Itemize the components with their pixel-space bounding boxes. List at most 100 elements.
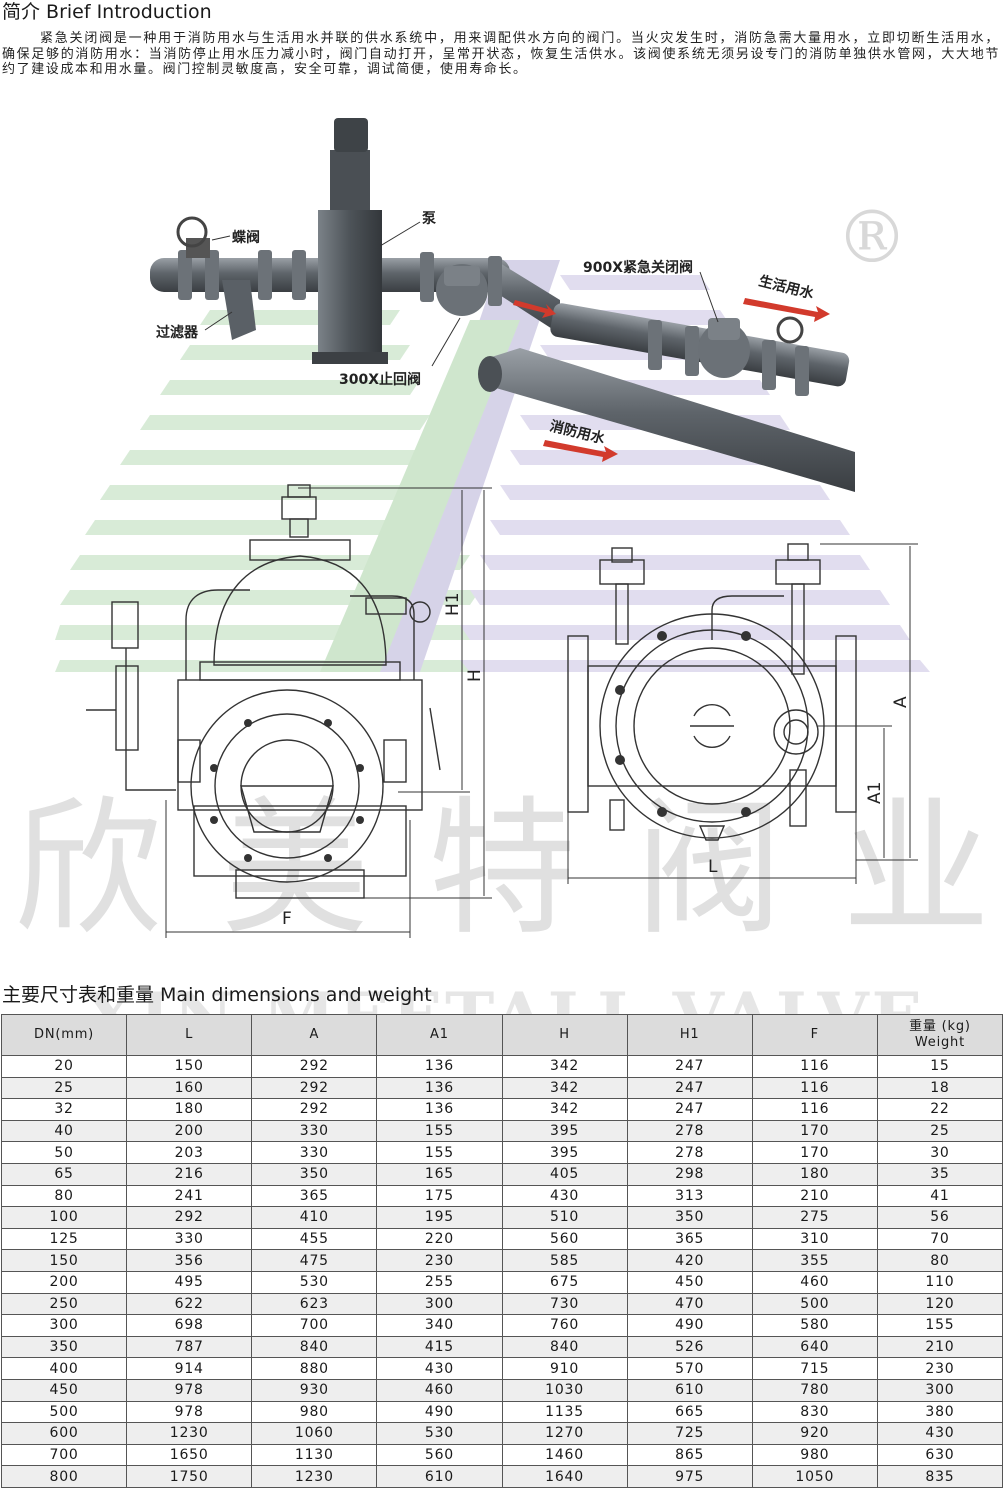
table-cell: 210	[876, 1335, 1004, 1359]
table-cell: 310	[751, 1227, 878, 1251]
table-cell: 18	[876, 1076, 1004, 1100]
table-cell: 980	[251, 1400, 378, 1424]
table-cell: 136	[376, 1076, 503, 1100]
table-cell: 840	[501, 1335, 628, 1359]
table-cell: 40	[0, 1119, 128, 1143]
header-a: A	[251, 1014, 378, 1056]
table-cell: 715	[751, 1357, 878, 1380]
dim-f: F	[282, 909, 292, 929]
table-cell: 978	[126, 1378, 253, 1402]
table-cell: 41	[876, 1184, 1004, 1208]
table-cell: 56	[876, 1206, 1004, 1229]
header-f: F	[751, 1014, 878, 1056]
table-cell: 1650	[126, 1443, 253, 1467]
flow-arrows	[513, 298, 830, 462]
table-title: 主要尺寸表和重量 Main dimensions and weight	[2, 984, 432, 1006]
table-cell: 313	[626, 1184, 753, 1208]
table-cell: 330	[251, 1119, 378, 1143]
table-cell: 136	[376, 1098, 503, 1121]
table-cell: 150	[126, 1055, 253, 1078]
table-cell: 622	[126, 1292, 253, 1316]
table-cell: 278	[626, 1141, 753, 1164]
table-cell: 1030	[501, 1378, 628, 1402]
table-cell: 25	[876, 1119, 1004, 1143]
table-cell: 292	[126, 1206, 253, 1229]
table-cell: 910	[501, 1357, 628, 1380]
table-cell: 490	[376, 1400, 503, 1424]
table-cell: 155	[876, 1314, 1004, 1337]
table-cell: 455	[251, 1227, 378, 1251]
table-cell: 32	[0, 1098, 128, 1121]
dim-l: L	[708, 857, 718, 877]
table-cell: 300	[376, 1292, 503, 1316]
dim-h1: H1	[443, 592, 463, 616]
table-cell: 560	[376, 1443, 503, 1467]
table-cell: 405	[501, 1162, 628, 1186]
table-cell: 395	[501, 1119, 628, 1143]
table-cell: 180	[126, 1098, 253, 1121]
table-cell: 460	[751, 1270, 878, 1294]
table-cell: 675	[501, 1270, 628, 1294]
header-h1: H1	[626, 1014, 753, 1056]
table-cell: 116	[751, 1076, 878, 1100]
table-cell: 500	[751, 1292, 878, 1316]
table-cell: 120	[876, 1292, 1004, 1316]
table-cell: 342	[501, 1098, 628, 1121]
table-cell: 787	[126, 1335, 253, 1359]
table-cell: 600	[0, 1422, 128, 1445]
header-a1: A1	[376, 1014, 503, 1056]
table-cell: 365	[626, 1227, 753, 1251]
table-cell: 380	[876, 1400, 1004, 1424]
label-filter: 过滤器	[156, 324, 199, 341]
intro-body: 紧急关闭阀是一种用于消防用水与生活用水并联的供水系统中，用来调配供水方向的阀门。…	[2, 31, 1000, 77]
table-cell: 800	[0, 1465, 128, 1488]
table-cell: 250	[0, 1292, 128, 1316]
table-cell: 1060	[251, 1422, 378, 1445]
side-dimension-lines	[567, 543, 918, 884]
side-view-drawing	[567, 543, 857, 841]
table-cell: 292	[251, 1055, 378, 1078]
table-cell: 1750	[126, 1465, 253, 1488]
table-cell: 415	[376, 1335, 503, 1359]
table-cell: 330	[126, 1227, 253, 1251]
table-cell: 978	[126, 1400, 253, 1424]
table-cell: 700	[251, 1314, 378, 1337]
header-weight-cn: 重量 (kg)	[909, 1019, 971, 1034]
table-cell: 70	[876, 1227, 1004, 1251]
table-cell: 725	[626, 1422, 753, 1445]
table-cell: 20	[0, 1055, 128, 1078]
table-cell: 865	[626, 1443, 753, 1467]
table-cell: 830	[751, 1400, 878, 1424]
table-cell: 975	[626, 1465, 753, 1488]
table-cell: 460	[376, 1378, 503, 1402]
table-cell: 247	[626, 1098, 753, 1121]
table-cell: 730	[501, 1292, 628, 1316]
table-cell: 560	[501, 1227, 628, 1251]
table-cell: 835	[876, 1465, 1004, 1488]
dim-a: A	[891, 696, 911, 708]
table-cell: 65	[0, 1162, 128, 1186]
table-cell: 580	[751, 1314, 878, 1337]
table-cell: 920	[751, 1422, 878, 1445]
table-cell: 25	[0, 1076, 128, 1100]
table-cell: 350	[251, 1162, 378, 1186]
header-weight: 重量 (kg) Weight	[876, 1014, 1004, 1056]
table-cell: 450	[626, 1270, 753, 1294]
table-cell: 490	[626, 1314, 753, 1337]
table-cell: 526	[626, 1335, 753, 1359]
table-cell: 570	[626, 1357, 753, 1380]
table-cell: 350	[626, 1206, 753, 1229]
table-cell: 203	[126, 1141, 253, 1164]
table-cell: 1270	[501, 1422, 628, 1445]
label-butterfly-valve: 蝶阀	[232, 229, 260, 246]
